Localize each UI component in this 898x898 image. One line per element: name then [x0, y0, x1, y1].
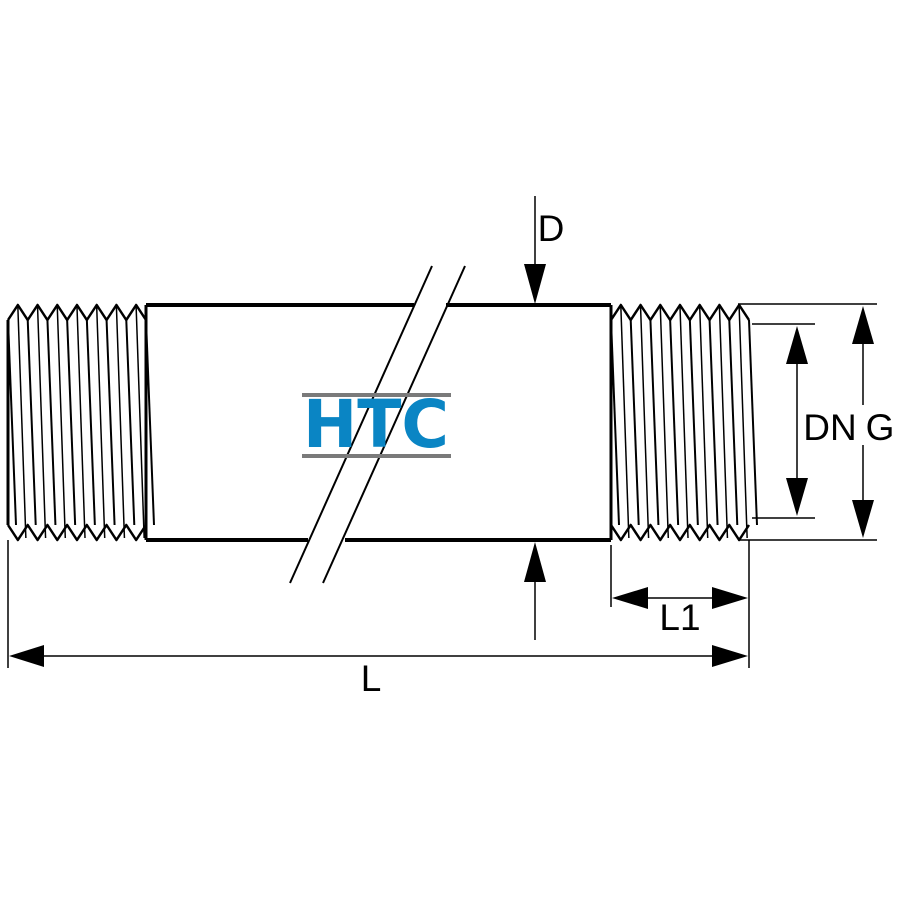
right-thread-crest-line — [659, 306, 670, 539]
right-top-crests — [609, 303, 751, 322]
pipe-body — [144, 303, 613, 542]
left-thread-line — [105, 319, 116, 526]
htc-logo: HTC — [302, 386, 451, 463]
right-threaded-end — [609, 303, 758, 542]
right-bottom-crests — [609, 523, 751, 542]
left-thread-line — [26, 319, 37, 526]
right-thread-line — [629, 319, 640, 526]
d-arrow-bottom-head — [524, 542, 546, 582]
left-thread-crest-line — [17, 306, 27, 539]
left-threaded-end — [6, 303, 155, 542]
right-thread-crest-line — [738, 306, 748, 539]
g-label-background — [862, 405, 896, 445]
left-thread-crest-line — [95, 306, 106, 539]
dimension-l1: L1 — [610, 545, 748, 638]
right-thread-crest-line — [718, 306, 729, 539]
left-thread-line — [125, 319, 136, 526]
break-line-left — [289, 265, 433, 584]
right-thread-line — [728, 319, 739, 526]
right-thread-crest-line — [679, 306, 689, 539]
left-thread-crest-line — [135, 306, 145, 539]
d-label: D — [538, 208, 565, 249]
left-thread-crest-line — [76, 306, 86, 539]
left-bottom-crests — [6, 523, 148, 542]
dn-label-background — [800, 405, 860, 445]
l-label: L — [361, 658, 382, 699]
d-arrow-top-head — [524, 264, 546, 304]
dimension-l: L — [7, 540, 750, 699]
g-arrow-bottom — [852, 500, 874, 538]
left-top-crests — [6, 303, 148, 322]
right-thread-crest-line — [620, 306, 630, 539]
dn-arrow-bottom — [786, 478, 808, 516]
l1-arrow-left — [612, 587, 648, 609]
l-arrow-right — [712, 645, 748, 667]
left-thread-crest-line — [36, 306, 47, 539]
right-thread-line — [688, 319, 699, 526]
left-thread-line — [66, 319, 77, 526]
l1-arrow-right — [712, 587, 748, 609]
g-arrow-top — [852, 306, 874, 344]
left-thread-crest-line — [56, 306, 67, 539]
right-thread-line — [669, 319, 680, 526]
break-lines — [289, 265, 466, 584]
dn-arrow-top — [786, 326, 808, 364]
break-line-right — [322, 265, 466, 584]
logo-text: HTC — [303, 386, 449, 463]
left-thread-line — [85, 319, 96, 526]
right-thread-crest-line — [698, 306, 709, 539]
dn-label: DN — [803, 407, 856, 448]
right-thread-line — [649, 319, 660, 526]
l1-label: L1 — [659, 597, 700, 638]
right-thread-line — [748, 319, 758, 526]
right-thread-line — [708, 319, 719, 526]
g-label: G — [866, 407, 895, 448]
dimension-dn — [752, 323, 815, 519]
l-arrow-left — [9, 645, 44, 667]
left-thread-line — [46, 319, 57, 526]
dimension-d: D — [524, 196, 564, 640]
right-thread-crest-line — [639, 306, 650, 539]
left-thread-crest-line — [115, 306, 126, 539]
